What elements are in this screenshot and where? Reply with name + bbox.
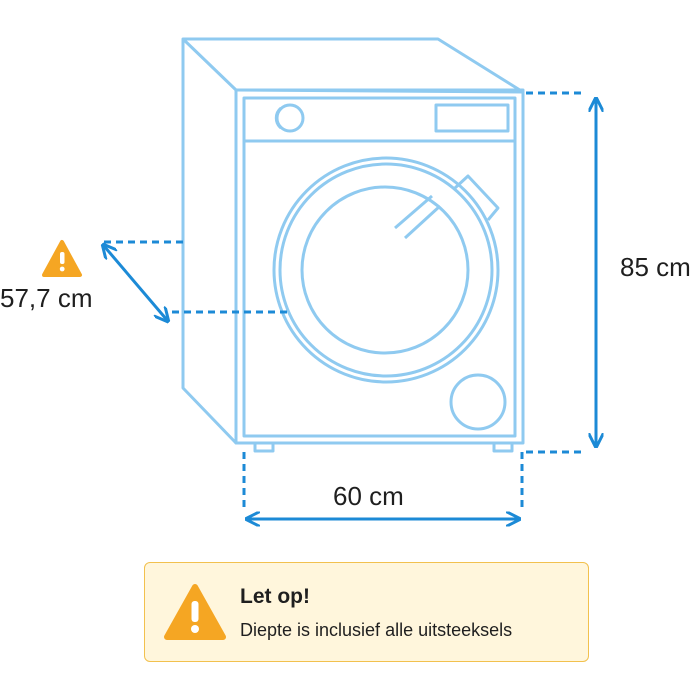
width-label: 60 cm <box>333 481 404 511</box>
warning-triangle-icon <box>164 584 226 640</box>
washing-machine-icon <box>181 37 525 453</box>
notice-box: Let op! Diepte is inclusief alle uitstee… <box>144 562 589 662</box>
notice-title: Let op! <box>240 585 310 608</box>
width-dimension <box>242 452 524 519</box>
notice-text: Diepte is inclusief alle uitsteeksels <box>240 620 513 640</box>
height-label: 85 cm <box>620 252 691 282</box>
height-dimension <box>526 91 596 454</box>
depth-dimension <box>104 240 290 320</box>
depth-label: 57,7 cm <box>0 283 93 313</box>
warning-triangle-icon <box>42 240 82 277</box>
